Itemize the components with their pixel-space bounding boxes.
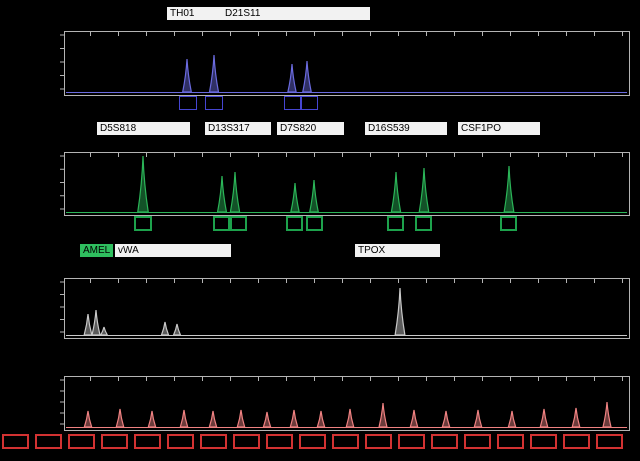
allele-box[interactable] (266, 434, 293, 449)
peak[interactable] (394, 287, 406, 336)
peak[interactable] (160, 321, 170, 336)
marker-label-tpox: TPOX (355, 244, 440, 257)
peak[interactable] (208, 410, 218, 428)
marker-label-d5s818: D5S818 (97, 122, 190, 135)
allele-box[interactable] (497, 434, 524, 449)
allele-box[interactable] (332, 434, 359, 449)
peak[interactable] (287, 63, 297, 93)
peak[interactable] (289, 409, 299, 428)
panel-frame-blue-dye-panel (64, 31, 630, 96)
allele-box[interactable] (500, 216, 517, 231)
allele-box[interactable] (167, 434, 194, 449)
peak[interactable] (473, 409, 483, 428)
peak[interactable] (99, 326, 109, 336)
peak[interactable] (179, 409, 189, 428)
peak[interactable] (83, 410, 93, 428)
allele-box[interactable] (299, 434, 326, 449)
peak[interactable] (308, 179, 320, 213)
peak[interactable] (345, 408, 355, 428)
marker-label-th01: TH01 (167, 7, 222, 20)
allele-box[interactable] (365, 434, 392, 449)
allele-box[interactable] (596, 434, 623, 449)
allele-box[interactable] (530, 434, 557, 449)
marker-label-d7s820: D7S820 (277, 122, 344, 135)
peak[interactable] (229, 171, 241, 213)
marker-label-vwa: vWA (115, 244, 231, 257)
allele-box[interactable] (101, 434, 128, 449)
marker-label-d16s539: D16S539 (365, 122, 447, 135)
peak[interactable] (602, 401, 612, 428)
peak[interactable] (83, 313, 93, 336)
panel-frame-green-dye-panel (64, 152, 630, 216)
allele-box[interactable] (284, 96, 301, 110)
allele-box[interactable] (387, 216, 404, 231)
peak[interactable] (571, 407, 581, 428)
peak[interactable] (262, 411, 272, 428)
allele-box[interactable] (306, 216, 323, 231)
allele-box[interactable] (431, 434, 458, 449)
peak[interactable] (216, 175, 228, 213)
panel-frame-red-size-standard-panel (64, 376, 630, 431)
peak[interactable] (409, 409, 419, 428)
marker-label-csf1po: CSF1PO (458, 122, 540, 135)
allele-box[interactable] (205, 96, 223, 110)
panel-frame-black-dye-panel (64, 278, 630, 339)
peak[interactable] (539, 408, 549, 428)
peak[interactable] (172, 323, 182, 336)
marker-label-amel: AMEL (80, 244, 113, 257)
peak[interactable] (418, 167, 430, 213)
peak[interactable] (290, 182, 300, 213)
allele-box[interactable] (35, 434, 62, 449)
allele-box[interactable] (415, 216, 432, 231)
peak[interactable] (181, 58, 193, 93)
peak[interactable] (503, 165, 515, 213)
allele-box[interactable] (200, 434, 227, 449)
peak[interactable] (507, 410, 517, 428)
allele-box[interactable] (230, 216, 247, 231)
allele-box[interactable] (398, 434, 425, 449)
peak[interactable] (147, 410, 157, 428)
allele-box[interactable] (233, 434, 260, 449)
allele-box[interactable] (134, 434, 161, 449)
peak[interactable] (137, 155, 149, 213)
marker-label-d13s317: D13S317 (205, 122, 271, 135)
allele-box[interactable] (179, 96, 197, 110)
peak[interactable] (208, 54, 220, 93)
peak[interactable] (390, 171, 402, 213)
allele-box[interactable] (563, 434, 590, 449)
peak[interactable] (91, 309, 101, 336)
peak[interactable] (302, 60, 312, 93)
allele-box[interactable] (68, 434, 95, 449)
allele-box[interactable] (2, 434, 29, 449)
allele-box[interactable] (286, 216, 303, 231)
allele-box[interactable] (213, 216, 230, 231)
peak[interactable] (236, 409, 246, 428)
allele-box[interactable] (134, 216, 152, 231)
peak[interactable] (441, 410, 451, 428)
peak[interactable] (115, 408, 125, 428)
allele-box[interactable] (301, 96, 318, 110)
peak[interactable] (378, 402, 388, 428)
peak[interactable] (316, 410, 326, 428)
allele-box[interactable] (464, 434, 491, 449)
marker-label-d21s11: D21S11 (222, 7, 370, 20)
